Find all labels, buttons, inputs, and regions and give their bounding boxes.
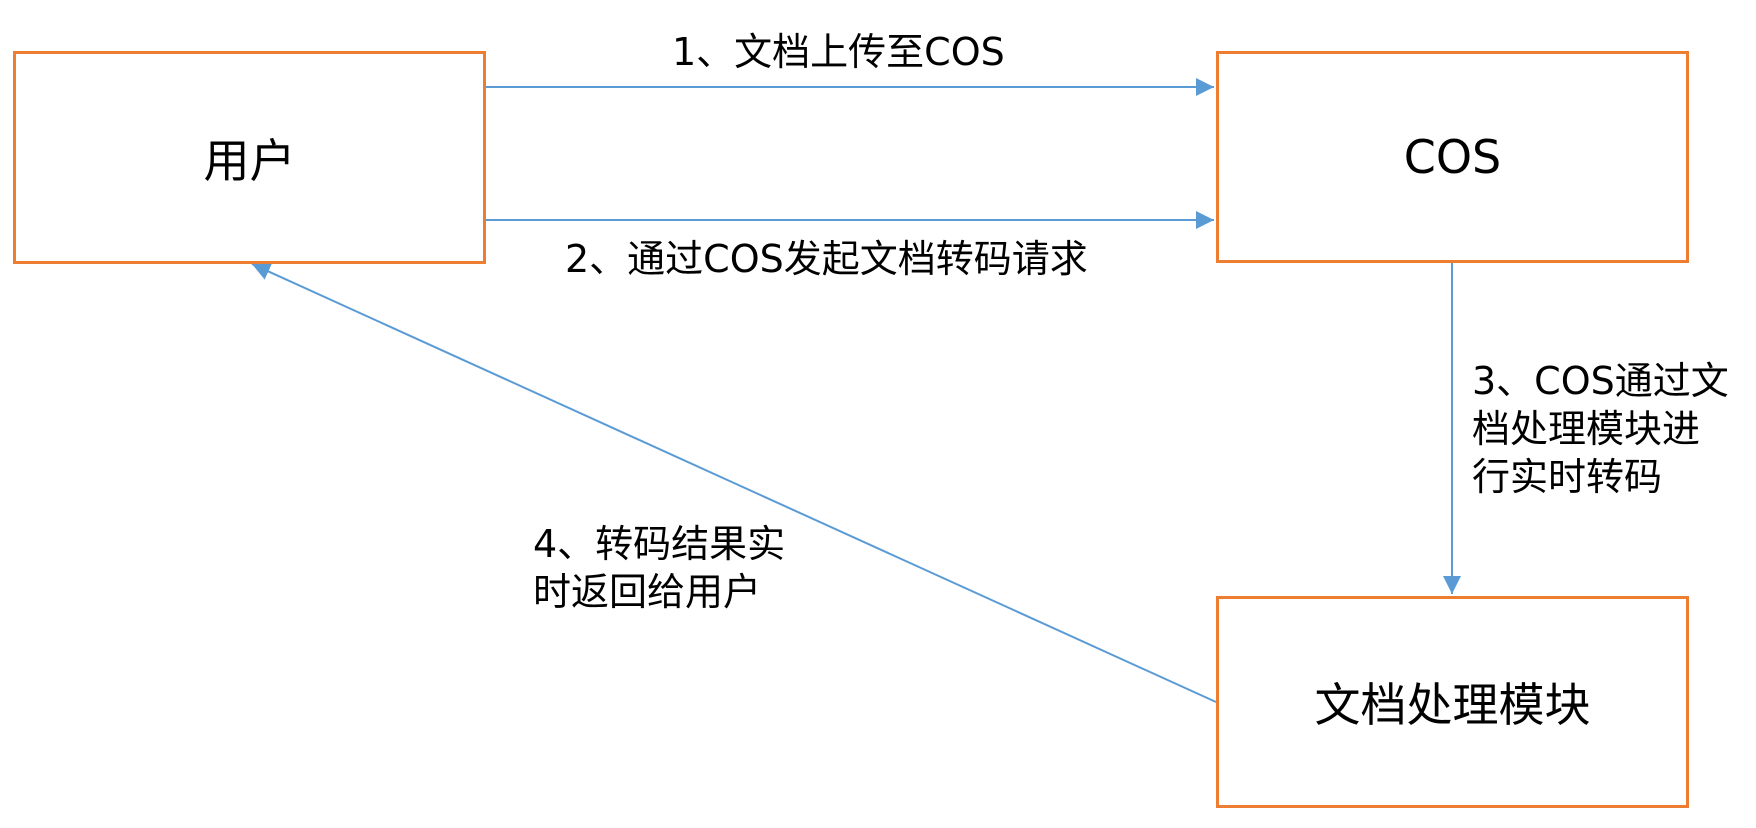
node-processor: 文档处理模块 [1216, 596, 1689, 808]
node-cos: COS [1216, 51, 1689, 263]
node-cos-label: COS [1403, 130, 1502, 184]
edge-label-step3: 3、COS通过文 档处理模块进 行实时转码 [1472, 357, 1729, 501]
edge-label-step3-line: 3、COS通过文 [1472, 359, 1729, 403]
edge-label-step4: 4、转码结果实 时返回给用户 [533, 520, 785, 616]
edge-label-step4-line: 时返回给用户 [533, 570, 762, 614]
node-user-label: 用户 [203, 133, 296, 188]
node-user: 用户 [13, 51, 486, 264]
edge-label-step4-line: 4、转码结果实 [533, 522, 786, 566]
edge-label-step2: 2、通过COS发起文档转码请求 [565, 237, 1088, 281]
edge-label-step1: 1、文档上传至COS [672, 30, 1005, 74]
edge-label-step3-line: 档处理模块进 [1472, 407, 1701, 451]
node-processor-label: 文档处理模块 [1314, 678, 1591, 732]
edge-label-step3-line: 行实时转码 [1472, 455, 1663, 499]
arrow-step4 [251, 263, 1217, 703]
